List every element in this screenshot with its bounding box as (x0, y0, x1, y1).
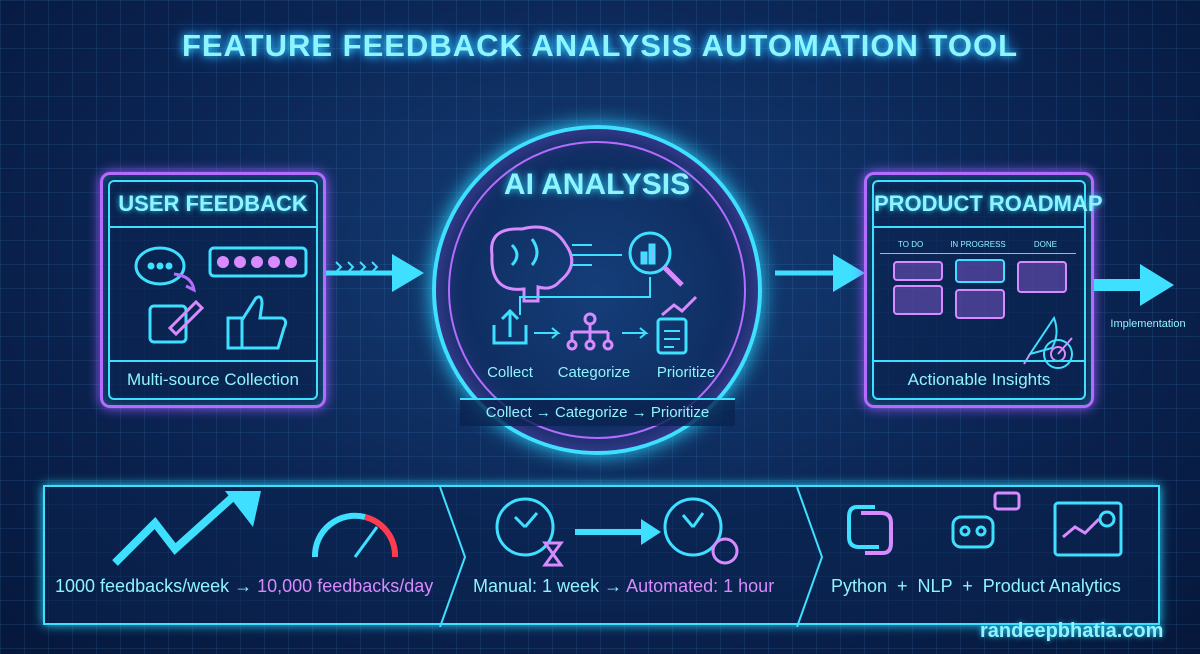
kanban-card (1017, 261, 1067, 293)
flow-arrow-icon (326, 254, 424, 292)
chat-bubbles-icon (134, 246, 196, 293)
column-in-progress: IN PROGRESS (950, 240, 1006, 249)
roadmap-footer: Actionable Insights (874, 360, 1084, 398)
implementation-arrow-icon (1094, 264, 1174, 306)
flow-arrow-icon (775, 254, 865, 292)
ai-analysis-icons (490, 225, 698, 355)
kanban-card (893, 285, 943, 315)
magnifier-chart-icon (628, 231, 684, 287)
scale-stat: 1000 feedbacks/week → 10,000 feedbacks/d… (55, 575, 439, 597)
stats-panel: 1000 feedbacks/week → 10,000 feedbacks/d… (43, 485, 1160, 627)
checklist-icon (656, 295, 698, 355)
column-todo: TO DO (898, 240, 924, 249)
ai-analysis-inner-ring (448, 141, 746, 439)
thumbs-up-icon (226, 295, 288, 350)
implementation-label: Implementation (1110, 318, 1186, 330)
column-done: DONE (1033, 240, 1057, 249)
time-before: Manual: 1 week → (473, 576, 623, 596)
footer-url[interactable]: randeepbhatia.com (980, 620, 1164, 642)
step-collect: Collect (487, 364, 533, 381)
kanban-board (893, 259, 1073, 369)
time-stat: Manual: 1 week → Automated: 1 hour (473, 575, 793, 597)
edit-pencil-icon (148, 299, 205, 344)
ai-analysis-caption: Collect → Categorize → Prioritize (460, 398, 735, 426)
rocket-icon (1023, 315, 1058, 365)
python-logo-icon (847, 505, 893, 555)
page-title: FEATURE FEEDBACK ANALYSIS AUTOMATION TOO… (181, 28, 1019, 63)
star-rating-icon (208, 246, 308, 278)
trend-up-arrow-icon (112, 491, 261, 566)
scale-before: 1000 feedbacks/week → (55, 576, 253, 596)
kanban-card (955, 289, 1005, 319)
tech-stack: Python + NLP + Product Analytics (831, 576, 1121, 596)
feedback-icons (134, 246, 308, 350)
robot-nlp-icon (951, 491, 1021, 549)
user-feedback-footer: Multi-source Collection (110, 360, 316, 398)
stats-dividers (112, 487, 1123, 627)
speedometer-icon (311, 512, 399, 558)
step-categorize: Categorize (557, 364, 631, 381)
analytics-dashboard-icon (1053, 501, 1123, 557)
roadmap-heading: PRODUCT ROADMAP (874, 182, 1103, 228)
clock-hourglass-icon (495, 497, 564, 567)
user-feedback-panel: USER FEEDBACK Multi-source Collection (100, 172, 326, 408)
clock-stopwatch-icon (663, 497, 739, 565)
user-feedback-heading: USER FEEDBACK (110, 182, 316, 228)
time-after: Automated: 1 hour (626, 576, 775, 596)
brain-icon (490, 225, 574, 303)
product-roadmap-panel: PRODUCT ROADMAP TO DO IN PROGRESS DONE A… (864, 172, 1103, 408)
step-prioritize: Prioritize (656, 364, 716, 381)
hierarchy-icon (566, 312, 614, 351)
kanban-card (955, 259, 1005, 283)
ai-analysis-heading: AI ANALYSIS (503, 168, 691, 201)
kanban-card (893, 261, 943, 281)
upload-icon (492, 308, 528, 345)
scale-after: 10,000 feedbacks/day (257, 576, 434, 596)
